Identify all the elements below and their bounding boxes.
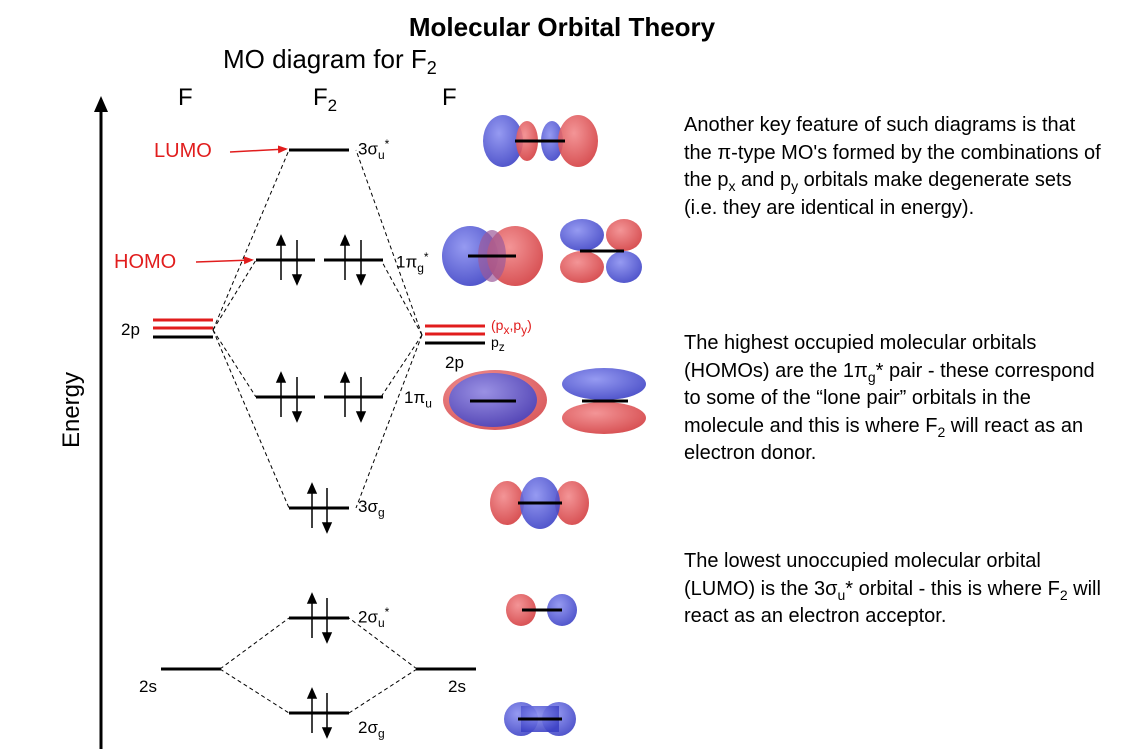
homo-label: HOMO: [114, 251, 177, 273]
label-3sigma-g: 3σg: [358, 497, 385, 520]
label-2sigma-u-star: 2σu*: [358, 605, 390, 631]
energy-axis: [94, 96, 108, 749]
left-2p-levels: [153, 318, 213, 339]
paragraph-lumo: The lowest unoccupied molecular orbital …: [684, 550, 1101, 627]
correlation-lines: [212, 149, 423, 714]
orbital-image-2sigma-u-star: [506, 594, 577, 626]
orbital-image-1pi-u-b: [562, 368, 646, 434]
orbital-image-3sigma-u-star: [483, 115, 598, 167]
right-2s-label: 2s: [448, 677, 466, 696]
lumo-pointer-arrow: [229, 145, 288, 154]
left-2p-label: 2p: [121, 320, 140, 339]
orbital-image-3sigma-g: [490, 477, 589, 529]
label-3sigma-u-star: 3σu*: [358, 137, 390, 163]
header-left-atom: F: [178, 84, 193, 111]
orbital-image-2sigma-g: [504, 702, 576, 736]
electron-arrows: [275, 234, 367, 739]
orbital-image-1pi-g-star-a: [442, 226, 543, 286]
orbital-image-1pi-g-star-b: [560, 219, 642, 283]
label-2sigma-g: 2σg: [358, 718, 385, 741]
diagram-subtitle: MO diagram for F2: [223, 44, 437, 79]
header-molecule: F2: [313, 84, 338, 115]
homo-pointer-arrow: [195, 256, 254, 265]
label-1pi-g-star: 1πg*: [396, 250, 429, 276]
paragraph-degenerate-sets: Another key feature of such diagrams is …: [684, 114, 1101, 219]
pxpy-label: (px,py): [491, 317, 532, 337]
orbital-image-1pi-u-a: [443, 370, 547, 430]
header-right-atom: F: [442, 84, 457, 111]
paragraph-homo: The highest occupied molecular orbitals …: [684, 332, 1095, 464]
page-title: Molecular Orbital Theory: [408, 12, 716, 42]
right-2p-levels: [425, 324, 485, 345]
left-2s-label: 2s: [139, 677, 157, 696]
label-1pi-u: 1πu: [404, 388, 432, 411]
lumo-label: LUMO: [154, 140, 212, 162]
pz-label: pz: [491, 334, 505, 354]
right-2p-label: 2p: [445, 353, 464, 372]
